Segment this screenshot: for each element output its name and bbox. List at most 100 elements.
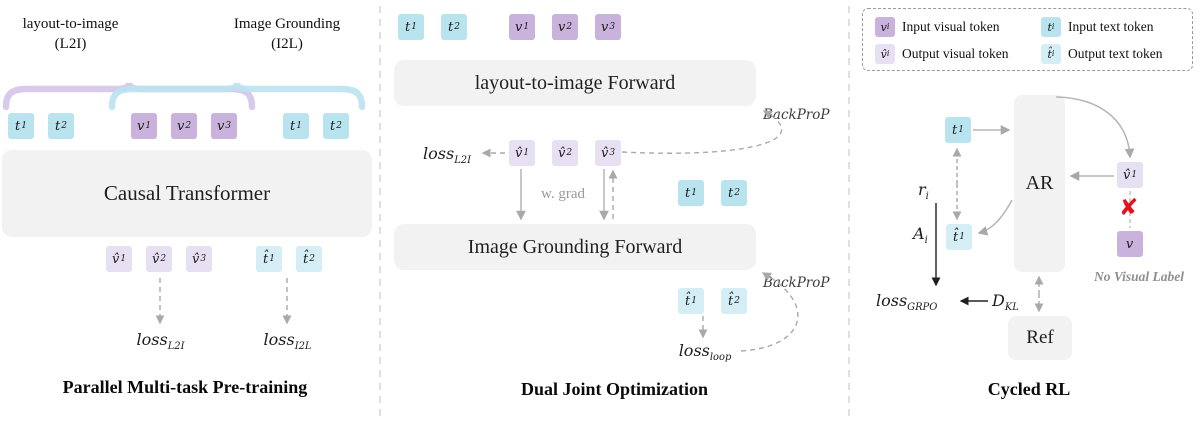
no-label-cross-icon: ✘ bbox=[1119, 195, 1139, 221]
ref-model-label: Ref bbox=[1026, 327, 1054, 348]
token-base: v̂ bbox=[880, 47, 887, 61]
legend-item-output-visual: v̂i Output visual token bbox=[875, 44, 1009, 64]
i2l-group-label: Image Grounding (I2L) bbox=[222, 14, 352, 54]
token-subscript: 1 bbox=[1131, 169, 1138, 180]
causal-transformer-box: Causal Transformer bbox=[2, 150, 372, 237]
token-base: v̂ bbox=[191, 251, 200, 267]
math-base: A bbox=[913, 224, 925, 243]
loss-loop-label: lossloop bbox=[663, 341, 747, 363]
token-output-text-t2hat: t̂2 bbox=[296, 246, 322, 272]
token-output-visual-v1hat: v̂1 bbox=[106, 246, 132, 272]
token-subscript: i bbox=[886, 49, 890, 58]
token-base: v̂ bbox=[557, 145, 566, 161]
token-base: t bbox=[1047, 20, 1052, 34]
l2i-forward-box: layout-to-image Forward bbox=[394, 60, 756, 106]
token-base: t̂ bbox=[1047, 47, 1052, 61]
i2l-group-line1: Image Grounding bbox=[233, 16, 341, 32]
token-output-text-t1hat: t̂1 bbox=[256, 246, 282, 272]
token-base: t bbox=[405, 19, 411, 35]
token-base: t bbox=[290, 118, 296, 134]
token-base: t bbox=[330, 118, 336, 134]
legend-item-output-text: t̂i Output text token bbox=[1041, 44, 1163, 64]
arrow-backprop-top bbox=[621, 110, 783, 154]
backprop-top-label: BackProP bbox=[763, 107, 830, 123]
token-base: t bbox=[448, 19, 454, 35]
token-subscript: 2 bbox=[336, 120, 342, 131]
token-output-visual-v3hat: v̂3 bbox=[186, 246, 212, 272]
legend-output-text-token: t̂i bbox=[1041, 44, 1061, 64]
token-base: t bbox=[685, 185, 691, 201]
token-base: v̂ bbox=[151, 251, 160, 267]
token-base: v bbox=[136, 118, 145, 134]
token-subscript: 2 bbox=[566, 147, 573, 158]
arrow-ar-to-vhat bbox=[1055, 96, 1135, 159]
token-subscript: 2 bbox=[734, 295, 740, 306]
legend-output-visual-label: Output visual token bbox=[902, 46, 1009, 61]
token-subscript: 2 bbox=[566, 21, 573, 32]
token-subscript: 2 bbox=[185, 120, 192, 131]
i2l-group-line2: (I2L) bbox=[271, 36, 303, 52]
causal-transformer-label: Causal Transformer bbox=[103, 181, 271, 205]
token-base: v bbox=[514, 19, 523, 35]
token-subscript: 2 bbox=[160, 253, 167, 264]
token-base: t̂ bbox=[685, 293, 691, 309]
loss-subscript: GRPO bbox=[907, 302, 938, 314]
legend-input-text-label: Input text token bbox=[1068, 19, 1154, 34]
loss-subscript: L2I bbox=[454, 155, 471, 167]
i2l-brace bbox=[108, 82, 366, 111]
arrow-ar-to-that bbox=[977, 199, 1013, 236]
token-subscript: 1 bbox=[691, 187, 697, 198]
token-mid-pred-v1hat: v̂1 bbox=[509, 140, 535, 166]
token-subscript: 1 bbox=[21, 120, 27, 131]
token-base: t bbox=[55, 118, 61, 134]
legend-output-visual-token: v̂i bbox=[875, 44, 895, 64]
image-grounding-forward-box: Image Grounding Forward bbox=[394, 224, 756, 270]
token-subscript: 1 bbox=[523, 147, 530, 158]
token-base: v̂ bbox=[1122, 167, 1131, 183]
token-mid-pred-t2hat: t̂2 bbox=[721, 288, 747, 314]
ar-model-label: AR bbox=[1025, 172, 1054, 194]
token-subscript: 2 bbox=[454, 21, 460, 32]
l2i-brace bbox=[2, 82, 256, 111]
token-base: v bbox=[176, 118, 185, 134]
token-subscript: 3 bbox=[609, 21, 616, 32]
l2i-group-label: layout-to-image (L2I) bbox=[8, 14, 133, 54]
token-base: v bbox=[1125, 236, 1134, 252]
token-base: v̂ bbox=[514, 145, 523, 161]
loss-l2i-label: lossL2I bbox=[118, 330, 203, 352]
token-right-output-v1hat: v̂1 bbox=[1117, 162, 1143, 188]
panel-title-pretraining: Parallel Multi-task Pre-training bbox=[62, 377, 308, 397]
image-grounding-forward-label: Image Grounding Forward bbox=[467, 235, 683, 258]
token-base: v bbox=[600, 19, 609, 35]
token-mid-pred-t1hat: t̂1 bbox=[678, 288, 704, 314]
legend-output-text-label: Output text token bbox=[1068, 46, 1163, 61]
backprop-bottom-label: BackProP bbox=[763, 275, 830, 291]
token-subscript: 1 bbox=[145, 120, 152, 131]
loss-i2l-label: lossI2L bbox=[245, 330, 330, 352]
token-base: t̂ bbox=[263, 251, 269, 267]
ar-model-box: AR bbox=[1014, 95, 1065, 272]
token-subscript: 1 bbox=[120, 253, 127, 264]
token-output-visual-v2hat: v̂2 bbox=[146, 246, 172, 272]
token-base: t̂ bbox=[953, 229, 959, 245]
loss-base: loss bbox=[423, 144, 455, 163]
token-base: t̂ bbox=[303, 251, 309, 267]
token-base: t̂ bbox=[728, 293, 734, 309]
token-right-output-t1hat: t̂1 bbox=[946, 224, 972, 250]
reward-ri-label: ri bbox=[918, 180, 929, 202]
loss-grpo-label: lossGRPO bbox=[876, 291, 937, 313]
